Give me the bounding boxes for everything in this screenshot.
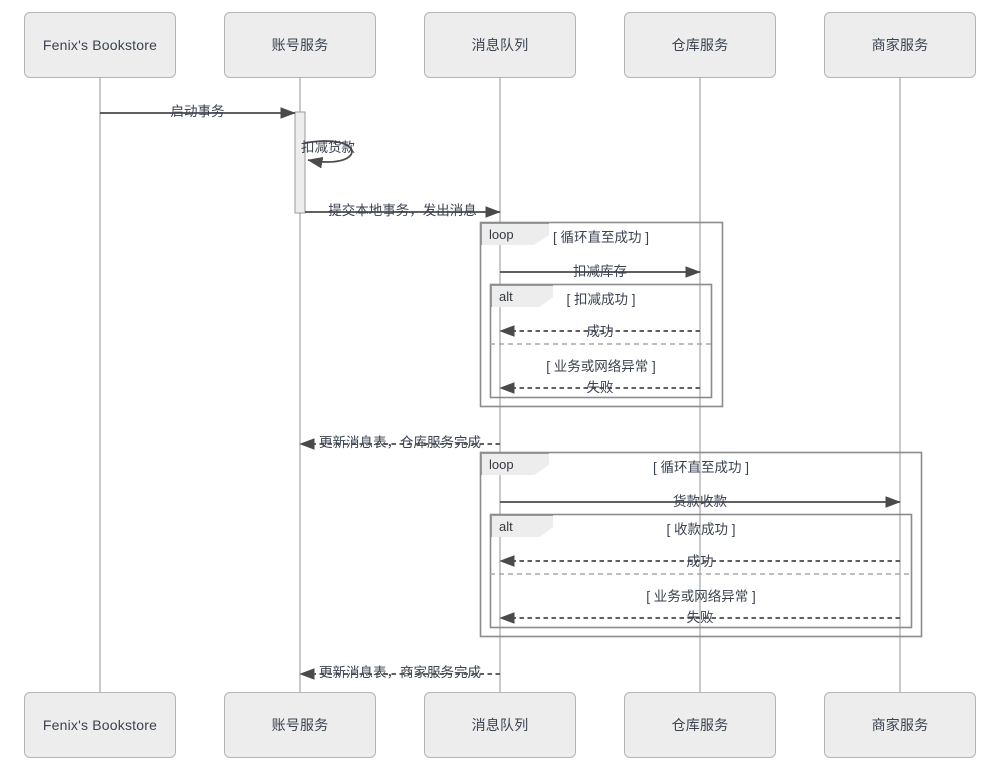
fragment-guard-loop1: [ 循环直至成功 ] (552, 230, 650, 245)
fragment-frames-group (479, 221, 923, 638)
participant-label-mq: 消息队列 (471, 37, 529, 53)
participant-box-account-top[interactable]: 账号服务 (224, 12, 376, 78)
participant-label-warehouse: 仓库服务 (671, 717, 729, 733)
message-label-m10: 失败 (686, 610, 714, 625)
message-label-m8: 货款收款 (673, 494, 727, 509)
fragment-frame-alt2 (489, 513, 913, 629)
participant-label-merchant: 商家服务 (871, 717, 929, 733)
participant-label-mq: 消息队列 (471, 717, 529, 733)
fragment-alt-guard-alt1: [ 业务或网络异常 ] (546, 359, 656, 374)
fragment-alt-guard-alt2: [ 业务或网络异常 ] (646, 589, 756, 604)
fragment-tab-label-loop2: loop (489, 457, 514, 472)
fragment-tab-label-loop1: loop (489, 227, 514, 242)
fragment-guard-alt2: [ 收款成功 ] (666, 522, 736, 537)
participant-box-mq-top[interactable]: 消息队列 (424, 12, 576, 78)
participant-label-merchant: 商家服务 (871, 37, 929, 53)
fragment-frame-loop1 (479, 221, 724, 408)
message-arrow-m2 (304, 140, 353, 169)
lifelines-group (99, 78, 901, 692)
fragment-tab-label-alt2: alt (499, 519, 513, 534)
participant-box-warehouse-top[interactable]: 仓库服务 (624, 12, 776, 78)
participant-label-bookstore: Fenix's Bookstore (42, 717, 158, 733)
message-label-m4: 扣减库存 (573, 264, 627, 279)
participant-box-merchant-bottom[interactable]: 商家服务 (824, 692, 976, 758)
fragment-guard-loop2: [ 循环直至成功 ] (652, 460, 750, 475)
participant-box-bookstore-bottom[interactable]: Fenix's Bookstore (24, 692, 176, 758)
message-label-m3: 提交本地事务，发出消息 (328, 203, 477, 218)
message-arrows-group (100, 107, 901, 680)
participant-box-warehouse-bottom[interactable]: 仓库服务 (624, 692, 776, 758)
message-label-m5: 成功 (586, 324, 614, 339)
message-label-m2: 扣减货款 (301, 140, 355, 155)
participant-label-account: 账号服务 (271, 717, 329, 733)
message-label-m1: 启动事务 (170, 104, 225, 119)
message-label-m7: 更新消息表，仓库服务完成 (319, 435, 481, 450)
fragment-tab-alt2: alt (491, 515, 553, 537)
participant-label-bookstore: Fenix's Bookstore (42, 37, 158, 53)
participant-box-bookstore-top[interactable]: Fenix's Bookstore (24, 12, 176, 78)
activation-bar-account (294, 111, 306, 214)
fragment-frame-loop2 (479, 451, 923, 638)
message-label-m6: 失败 (586, 380, 614, 395)
participant-box-mq-bottom[interactable]: 消息队列 (424, 692, 576, 758)
participant-box-merchant-top[interactable]: 商家服务 (824, 12, 976, 78)
fragment-frame-alt1 (489, 283, 713, 399)
fragment-tab-loop2: loop (481, 453, 549, 475)
fragment-guard-alt1: [ 扣减成功 ] (566, 292, 636, 307)
participant-label-account: 账号服务 (271, 37, 329, 53)
fragment-tab-label-alt1: alt (499, 289, 513, 304)
fragment-tab-loop1: loop (481, 223, 549, 245)
participant-label-warehouse: 仓库服务 (671, 37, 729, 53)
fragment-tab-alt1: alt (491, 285, 553, 307)
message-label-m11: 更新消息表，商家服务完成 (319, 665, 481, 680)
message-label-m9: 成功 (686, 554, 714, 569)
participant-box-account-bottom[interactable]: 账号服务 (224, 692, 376, 758)
activation-bars-group (294, 111, 306, 214)
